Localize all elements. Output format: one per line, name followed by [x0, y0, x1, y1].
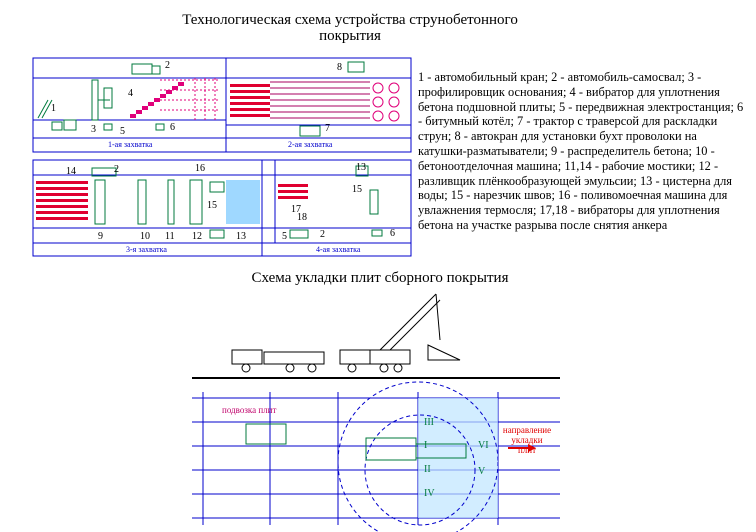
label-8: 8	[337, 62, 342, 73]
label-17: 17	[291, 204, 301, 215]
wet-area	[226, 180, 260, 224]
main-title: Технологическая схема устройства струноб…	[182, 12, 518, 44]
stage-1-label: 1-ая захватка	[108, 140, 153, 149]
label-7: 7	[325, 123, 330, 134]
truck-icon	[231, 349, 325, 373]
direction-arrow	[508, 444, 536, 452]
label-10: 10	[140, 231, 150, 242]
autocrane-icon	[347, 61, 365, 73]
crane-truck-icon	[339, 293, 461, 373]
wire-coils	[372, 82, 400, 122]
crane-icon	[37, 99, 77, 131]
zone-II: II	[424, 464, 431, 475]
zone-I: I	[424, 440, 428, 451]
strand-bars-4	[278, 184, 308, 199]
dump-truck-icon	[131, 63, 161, 75]
zone-III: III	[424, 417, 434, 428]
label-2r: 2	[320, 229, 325, 240]
label-6: 6	[170, 122, 175, 133]
legend: 1 - автомобильный кран; 2 - автомобиль-с…	[418, 70, 744, 232]
label-5b: 5	[282, 231, 287, 242]
label-15: 15	[207, 200, 217, 211]
zone-IV: IV	[424, 488, 435, 499]
strand-bars-2	[230, 84, 270, 117]
label-2b: 2	[114, 164, 119, 175]
bitumen-boiler-icon	[155, 123, 165, 131]
label-13r: 13	[356, 162, 366, 173]
label-11: 11	[165, 231, 175, 242]
crane-reach-circles	[337, 381, 499, 532]
generator-icon	[103, 123, 113, 131]
stage3-machines	[91, 167, 225, 239]
layout-grid	[192, 392, 560, 525]
strand-bars-3	[36, 181, 88, 220]
direction-label-1: направление	[502, 425, 552, 435]
delivery-label: подвозка плит	[222, 405, 277, 415]
direction-label-2: укладки плит	[511, 435, 543, 455]
zone-V: V	[478, 466, 486, 477]
label-1: 1	[51, 103, 56, 114]
second-title: Схема укладки плит сборного покрытия	[251, 270, 509, 286]
tractor-icon	[299, 125, 321, 137]
label-2: 2	[165, 60, 170, 71]
stage1-equipment	[37, 63, 220, 131]
label-12: 12	[192, 231, 202, 242]
label-9: 9	[98, 231, 103, 242]
label-16: 16	[195, 163, 205, 174]
label-5: 5	[120, 126, 125, 137]
stage-4-label: 4-ая захватка	[316, 245, 361, 254]
label-4: 4	[128, 88, 133, 99]
upper-frame	[32, 57, 412, 153]
label-14: 14	[66, 166, 76, 177]
label-13: 13	[236, 231, 246, 242]
label-6b: 6	[390, 228, 395, 239]
stage4-machines	[289, 165, 383, 239]
profiler-icon	[91, 79, 113, 121]
label-3: 3	[91, 124, 96, 135]
middle-frame	[32, 159, 412, 257]
concrete-stairs	[130, 82, 184, 118]
stage-2-label: 2-ая захватка	[288, 140, 333, 149]
zone-VI: VI	[478, 440, 489, 451]
stage2-equipment	[230, 61, 400, 137]
label-15r: 15	[352, 184, 362, 195]
stage-3-label: 3-я захватка	[126, 245, 167, 254]
plate-rects	[245, 423, 467, 461]
label-18: 18	[297, 212, 307, 223]
